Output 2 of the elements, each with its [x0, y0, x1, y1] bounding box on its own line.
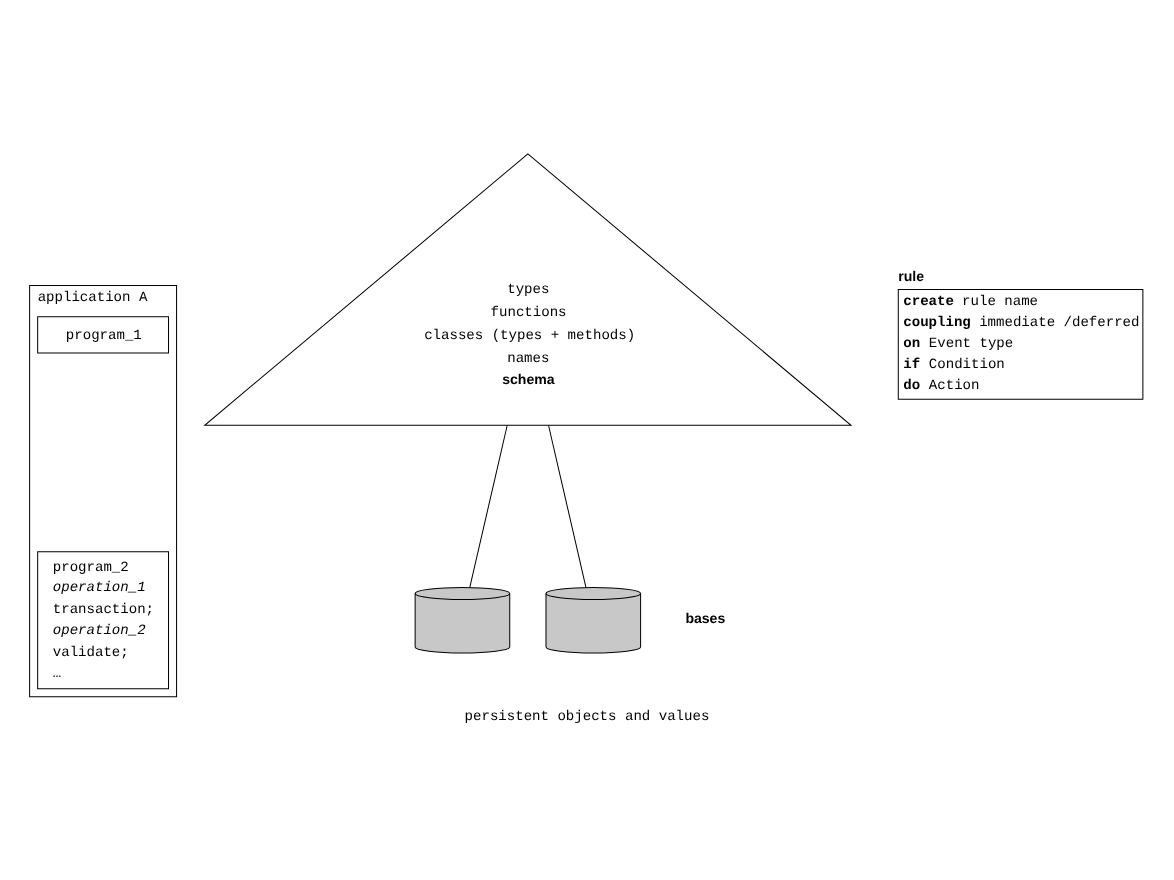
connector: [469, 424, 508, 587]
connector: [548, 424, 587, 587]
